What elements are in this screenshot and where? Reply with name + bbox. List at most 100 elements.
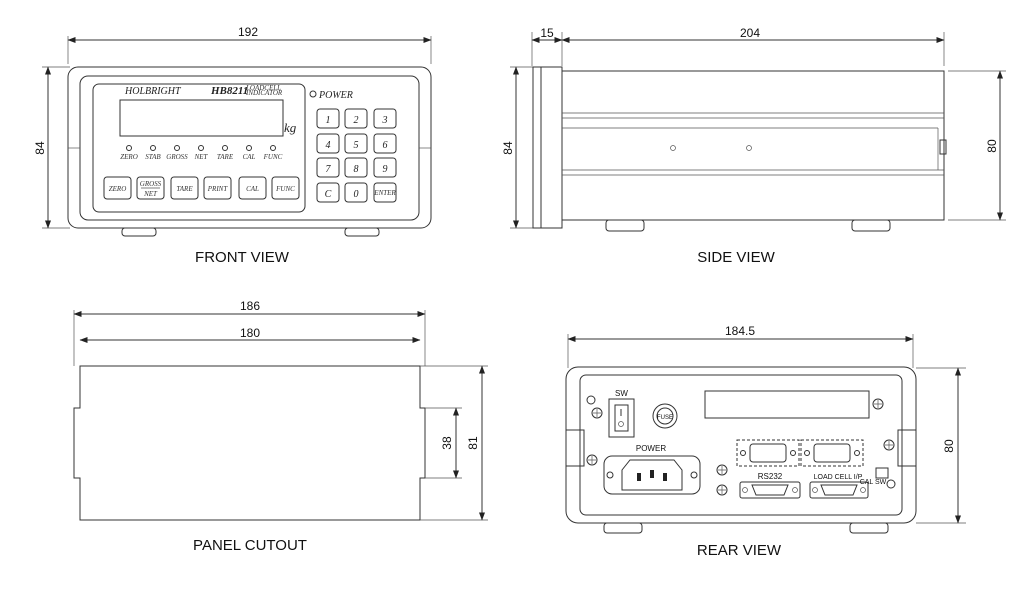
- side-front-depth-label: 15: [540, 26, 554, 40]
- front-body: [67, 66, 432, 229]
- keypad-key[interactable]: [316, 133, 340, 154]
- brand-logo: HOLBRIGHT: [124, 86, 182, 97]
- func-key[interactable]: [271, 176, 300, 200]
- fuse-holder[interactable]: [652, 403, 678, 429]
- keypad-key[interactable]: [373, 157, 397, 178]
- cal-switch[interactable]: [875, 467, 889, 479]
- keypad-key-label: 9: [383, 164, 388, 175]
- keypad-key[interactable]: [316, 108, 340, 129]
- side-screw-icon: [746, 145, 752, 151]
- zero-key[interactable]: [103, 176, 132, 200]
- indicator-led-icon: [246, 145, 252, 151]
- gross-key-label: GROSS: [140, 180, 162, 188]
- indicator-led-icon: [198, 145, 204, 151]
- keypad-key[interactable]: [373, 108, 397, 129]
- indicator-led-icon: [174, 145, 180, 151]
- indicator-led-icon: [150, 145, 156, 151]
- cross-screw-icon: [716, 464, 728, 476]
- front-foot-left: [121, 227, 157, 237]
- cal-key[interactable]: [238, 176, 267, 200]
- keypad-key-label: 2: [354, 115, 359, 126]
- rear-bracket-right: [897, 429, 917, 467]
- side-bezel: [532, 66, 542, 229]
- indicator-tare: TARE: [217, 153, 234, 161]
- print-key-label: PRINT: [207, 185, 229, 193]
- keypad-key-label: 8: [354, 164, 359, 175]
- indicator-net: NET: [194, 153, 209, 161]
- cutout-inner-width-dimension: 180: [79, 326, 421, 343]
- keypad-key[interactable]: [344, 133, 368, 154]
- cutout-outer-width-dimension: 186: [73, 299, 426, 366]
- rear-foot-left: [603, 522, 643, 534]
- power-socket[interactable]: [603, 455, 701, 495]
- loadcell-port[interactable]: [809, 481, 869, 499]
- keypad-key[interactable]: [373, 133, 397, 154]
- cross-screw-icon: [883, 439, 895, 451]
- cross-screw-icon: [586, 454, 598, 466]
- keypad-key-label: 5: [354, 140, 359, 151]
- keypad-key[interactable]: [316, 157, 340, 178]
- gross-net-key[interactable]: [136, 176, 165, 200]
- power-label: POWER: [318, 90, 353, 101]
- side-left-height-dimension: 84: [501, 66, 534, 229]
- indicator-gross: GROSS: [166, 153, 188, 161]
- rear-bracket-left: [565, 429, 585, 467]
- keypad-key-label: 3: [382, 115, 388, 126]
- print-key[interactable]: [203, 176, 232, 200]
- rear-view: 184.5 80: [565, 324, 966, 559]
- front-width-label: 192: [238, 25, 258, 39]
- weight-display: [119, 99, 284, 137]
- keypad-key[interactable]: [344, 157, 368, 178]
- indicator-zero: ZERO: [120, 153, 138, 161]
- rs232-port[interactable]: [739, 481, 801, 499]
- rear-width-dimension: 184.5: [567, 324, 914, 368]
- power-switch[interactable]: [608, 398, 635, 438]
- calsw-label: CAL SW: [860, 479, 887, 486]
- side-view-caption: SIDE VIEW: [697, 249, 775, 266]
- keypad-key[interactable]: [344, 182, 368, 203]
- keypad-key-label: 1: [326, 115, 331, 126]
- indicator-row: ZERO STAB GROSS NET TARE CAL FUNC: [120, 145, 283, 161]
- side-depth-dimensions: 15 204: [531, 26, 945, 66]
- indicator-stab: STAB: [145, 153, 161, 161]
- sw-label: SW: [615, 389, 628, 398]
- func-key-label: FUNC: [275, 185, 295, 193]
- keypad-key[interactable]: [344, 108, 368, 129]
- model-sub-1: LOADCELL: [245, 84, 281, 92]
- cross-screw-icon: [872, 398, 884, 410]
- rear-view-caption: REAR VIEW: [697, 542, 782, 559]
- cutout-outer-height-dimension: 81: [420, 365, 488, 521]
- side-depth-label: 204: [740, 26, 760, 40]
- keypad-key-label: 4: [326, 140, 331, 151]
- rear-power-label: POWER: [636, 444, 666, 453]
- cutout-inner-width-label: 180: [240, 326, 260, 340]
- power-led-icon: [309, 90, 317, 98]
- keypad-key-label: 7: [326, 164, 332, 175]
- indicator-cal: CAL: [243, 153, 256, 161]
- rear-height-label: 80: [942, 439, 956, 453]
- rs232-cover-frame: [736, 439, 800, 467]
- cutout-outer-width-label: 186: [240, 299, 260, 313]
- front-view-caption: FRONT VIEW: [195, 249, 290, 266]
- rear-label-plate: [704, 390, 870, 419]
- rear-foot-right: [849, 522, 889, 534]
- indicator-func: FUNC: [263, 153, 283, 161]
- keypad-key[interactable]: [373, 182, 397, 203]
- cutout-inner-height-dimension: 38: [425, 407, 462, 479]
- side-view: 15 204 84 80 S: [501, 26, 1006, 266]
- cutout-inner-height-label: 38: [440, 436, 454, 450]
- unit-label: kg: [284, 120, 297, 135]
- tare-key[interactable]: [170, 176, 199, 200]
- side-connector: [939, 139, 947, 155]
- loadcell-label: LOAD CELL I/P: [814, 474, 863, 481]
- keypad-key[interactable]: [316, 182, 340, 203]
- front-view: 192 84 HOLBRIGHT HB8211 LOADCELL INDICAT…: [33, 25, 432, 266]
- panel-cutout-caption: PANEL CUTOUT: [193, 537, 307, 554]
- keypad-key-label: 6: [383, 140, 388, 151]
- rs232-label: RS232: [758, 472, 783, 481]
- cutout-outline: [73, 365, 426, 521]
- cross-screw-icon: [716, 484, 728, 496]
- tare-key-label: TARE: [176, 185, 193, 193]
- cal-key-label: CAL: [246, 185, 259, 193]
- front-height-label: 84: [33, 141, 47, 155]
